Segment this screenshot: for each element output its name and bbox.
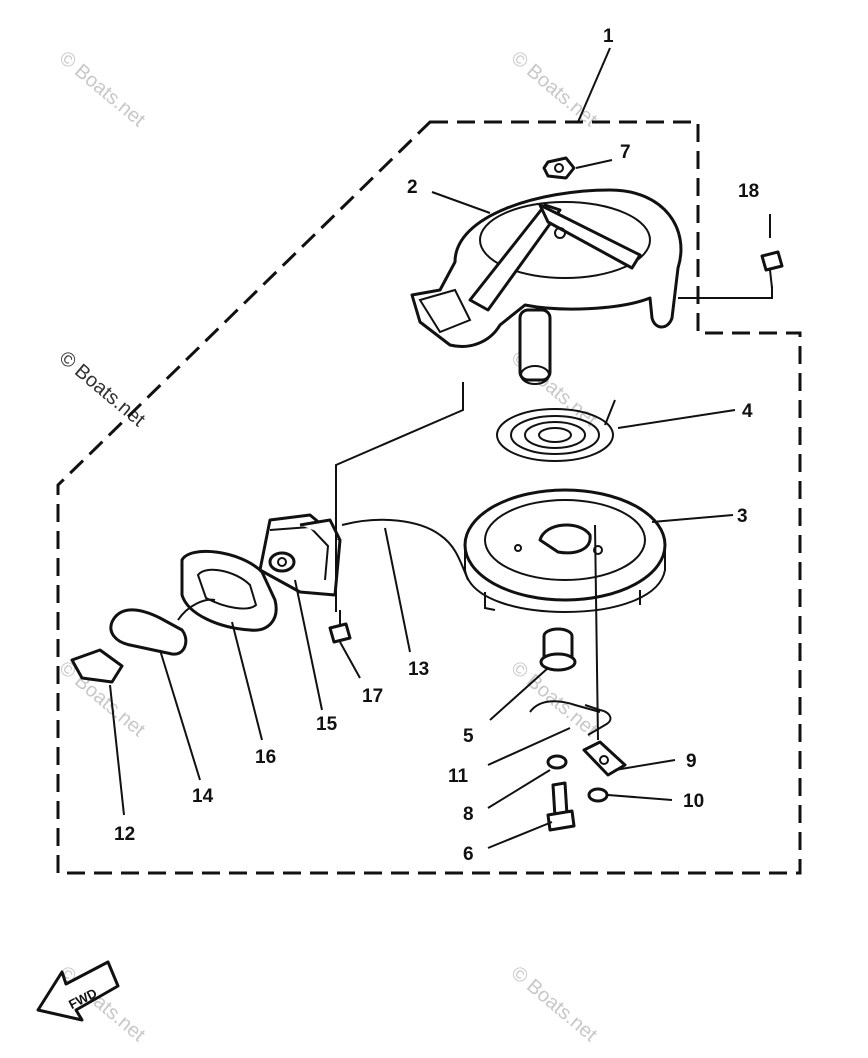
watermark: © Boats.net [507,962,602,1046]
callout-4: 4 [742,401,753,422]
handle-cap-part [70,648,124,684]
callouts: 1 2 3 4 5 6 7 8 9 10 11 12 13 14 15 16 1… [114,26,759,865]
pawl-part [582,740,627,777]
callout-14: 14 [192,786,214,807]
small-screw-part [328,610,352,644]
starter-rope-part [341,518,469,581]
assembly-boundary [56,120,802,875]
sheave-drum-part [463,488,667,614]
callout-8: 8 [463,804,474,825]
handle-grip-part [180,549,278,632]
callout-16: 16 [255,747,276,768]
watermark: © Boats.net [55,347,150,431]
callout-7: 7 [620,142,631,163]
callout-5: 5 [463,726,474,747]
callout-10: 10 [683,791,704,812]
callout-6: 6 [463,844,474,865]
spring-part [496,399,616,462]
callout-13: 13 [408,659,429,680]
leader-lines [109,47,773,849]
nut-part [542,156,576,180]
callout-12: 12 [114,824,135,845]
callout-9: 9 [686,751,697,772]
starter-case-part [410,188,683,385]
callout-11: 11 [448,766,469,787]
spring-clip-part [529,700,612,736]
callout-1: 1 [603,26,614,47]
screw-part [546,781,576,832]
watermark: © Boats.net [507,47,602,131]
watermark: © Boats.net [55,47,150,131]
callout-18: 18 [738,181,759,202]
callout-3: 3 [737,506,748,527]
bushing-part [539,627,577,672]
rope-guide-part [258,513,342,597]
callout-17: 17 [362,686,383,707]
callout-15: 15 [316,714,338,735]
handle-part [109,598,216,656]
callout-2: 2 [407,177,418,198]
clip-part [587,787,609,803]
bolt-part [760,250,784,289]
washer-part [546,754,568,770]
